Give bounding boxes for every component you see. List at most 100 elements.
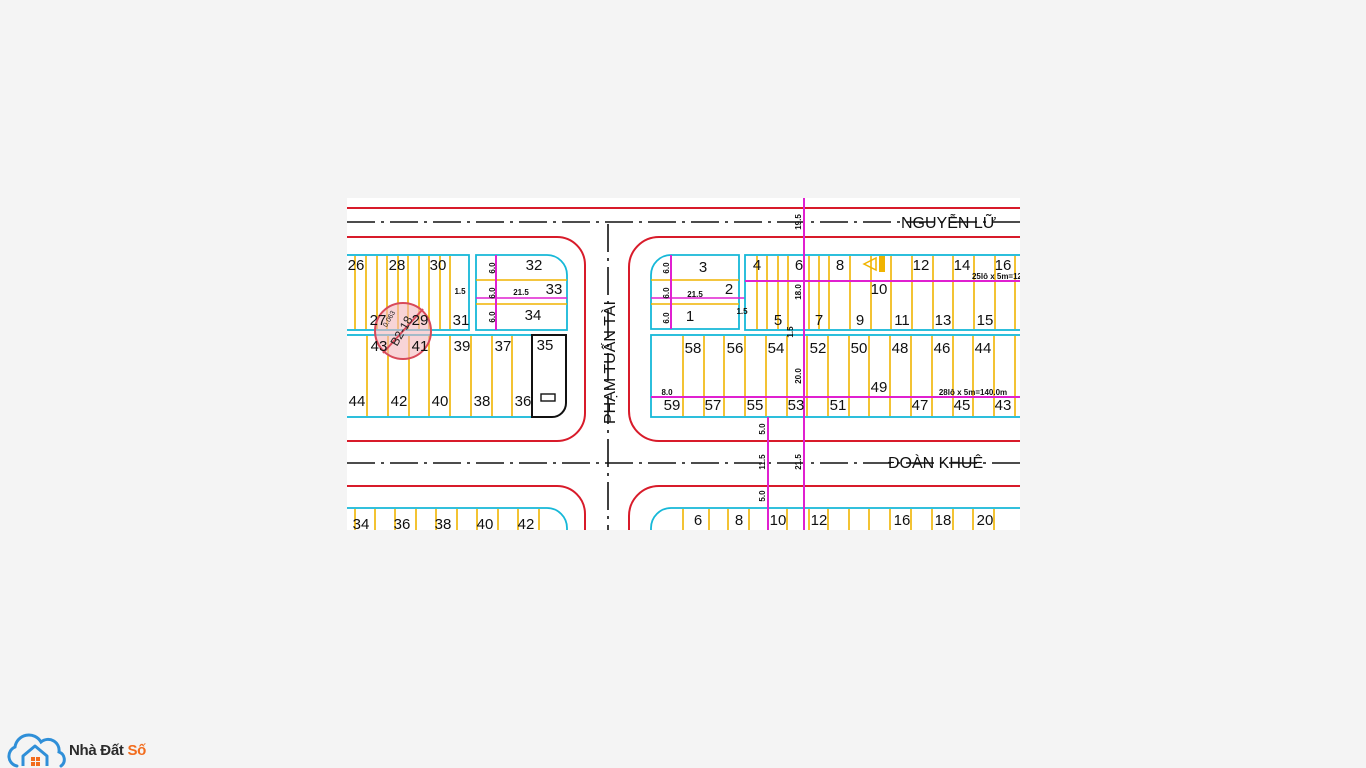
lot-number: 59 bbox=[664, 397, 681, 414]
logo-name-main: Nhà Đất bbox=[69, 741, 124, 759]
logo-name-accent: Số bbox=[127, 741, 147, 759]
row-summary-top: 25lô x 5m=12 bbox=[972, 272, 1020, 281]
lot-number: 57 bbox=[705, 397, 722, 414]
lamp-icon bbox=[862, 256, 885, 272]
lot-number: 45 bbox=[954, 397, 971, 414]
lot-number: 54 bbox=[768, 340, 785, 357]
lot-number: 6 bbox=[694, 512, 702, 529]
dimension-label: 8.0 bbox=[661, 388, 673, 397]
lot-group-right-small bbox=[650, 254, 745, 330]
plot-map-svg: B2-18 0.063 NGUYỄN LỮ ĐOÀN KHUÊ PHẠM TUẤ… bbox=[347, 198, 1020, 530]
lot-number: 6 bbox=[795, 257, 803, 274]
dimension-label: 19.5 bbox=[794, 214, 803, 230]
lot-number: 33 bbox=[546, 281, 563, 298]
block-edge-left-lower bbox=[347, 485, 586, 530]
lot-number: 16 bbox=[894, 512, 911, 529]
lot-number: 9 bbox=[856, 312, 864, 329]
lot-stamp: B2-18 0.063 bbox=[374, 302, 432, 360]
lot-group-left-small bbox=[475, 254, 568, 331]
lot-number: 8 bbox=[836, 257, 844, 274]
lot-number: 20 bbox=[977, 512, 994, 529]
lot-number: 11 bbox=[894, 312, 910, 329]
lot-number: 58 bbox=[685, 340, 702, 357]
lot-number: 15 bbox=[977, 312, 994, 329]
dimension-label: 5.0 bbox=[758, 490, 767, 502]
lot-number: 5 bbox=[774, 312, 782, 329]
dimension-label: 11.5 bbox=[758, 454, 767, 470]
street-name-pham-tuan-tai: PHẠM TUẤN TÀI bbox=[600, 301, 619, 424]
dimension-label: 1.5 bbox=[736, 307, 748, 316]
lot-number: 7 bbox=[815, 312, 823, 329]
lot-number: 42 bbox=[391, 393, 408, 410]
lot-number: 2 bbox=[725, 281, 733, 298]
lot-number: 18 bbox=[935, 512, 952, 529]
dimension-label: 6.0 bbox=[662, 262, 671, 274]
lot-number: 1 bbox=[686, 308, 694, 325]
dimension-label: 20.0 bbox=[794, 368, 803, 384]
lot-number: 46 bbox=[934, 340, 951, 357]
lot-number: 43 bbox=[995, 397, 1012, 414]
lot-number: 29 bbox=[412, 312, 429, 329]
lot-number: 32 bbox=[526, 257, 543, 274]
dimension-label: 6.0 bbox=[662, 312, 671, 324]
lot-number: 28 bbox=[389, 257, 406, 274]
lot-number: 37 bbox=[495, 338, 512, 355]
lot-number: 50 bbox=[851, 340, 868, 357]
lot-number: 51 bbox=[830, 397, 847, 414]
dimension-label: 18.0 bbox=[794, 284, 803, 300]
street-name-doan-khue: ĐOÀN KHUÊ bbox=[888, 453, 983, 472]
site-logo[interactable]: Nhà Đất Số bbox=[5, 732, 175, 768]
lot-number: 26 bbox=[348, 257, 365, 274]
lot-number: 55 bbox=[747, 397, 764, 414]
lot-number: 10 bbox=[770, 512, 787, 529]
lot-number: 13 bbox=[935, 312, 952, 329]
lot-number: 44 bbox=[349, 393, 366, 410]
lot-number: 8 bbox=[735, 512, 743, 529]
lot-number: 4 bbox=[753, 257, 761, 274]
lot-number: 38 bbox=[435, 516, 452, 530]
lot-number: 27 bbox=[370, 312, 387, 329]
lot-number: 12 bbox=[811, 512, 828, 529]
plot-map[interactable]: B2-18 0.063 NGUYỄN LỮ ĐOÀN KHUÊ PHẠM TUẤ… bbox=[347, 198, 1020, 530]
dimension-label: 6.0 bbox=[488, 311, 497, 323]
dimension-label: 6.0 bbox=[488, 262, 497, 274]
dimension-label: 21.5 bbox=[513, 288, 529, 297]
lot-number: 10 bbox=[871, 281, 888, 298]
lot-number: 40 bbox=[477, 516, 494, 530]
lot-number: 12 bbox=[913, 257, 930, 274]
row-summary-bottom: 28lô x 5m=140.0m bbox=[939, 388, 1007, 397]
lot-number: 53 bbox=[788, 397, 805, 414]
lot-number: 36 bbox=[515, 393, 532, 410]
lot-number: 41 bbox=[412, 338, 429, 355]
lot-number: 49 bbox=[871, 379, 888, 396]
dimension-label: 21.5 bbox=[794, 454, 803, 470]
lot-group-lower-right bbox=[650, 507, 1020, 530]
lot-number: 38 bbox=[474, 393, 491, 410]
lot-number: 42 bbox=[518, 516, 535, 530]
dimension-label: 6.0 bbox=[488, 287, 497, 299]
lot-number: 39 bbox=[454, 338, 471, 355]
block-edge-left bbox=[347, 236, 586, 442]
lot-number: 48 bbox=[892, 340, 909, 357]
lot-number: 34 bbox=[353, 516, 370, 530]
logo-wordmark: Nhà Đất Số bbox=[69, 742, 146, 759]
lot-number: 43 bbox=[371, 338, 388, 355]
lot-number: 47 bbox=[912, 397, 929, 414]
block-edge-right-lower bbox=[628, 485, 1020, 530]
dimension-label: 6.0 bbox=[662, 287, 671, 299]
lot-number: 40 bbox=[432, 393, 449, 410]
lot-number: 35 bbox=[537, 337, 554, 354]
lot-group-right-top bbox=[744, 254, 1020, 331]
lot-number: 16 bbox=[995, 257, 1012, 274]
lot-number: 52 bbox=[810, 340, 827, 357]
dimension-label: 5.0 bbox=[758, 423, 767, 435]
dimension-label: 1.5 bbox=[786, 326, 795, 338]
lot-group-left-bottom bbox=[347, 334, 567, 418]
lot-number: 44 bbox=[975, 340, 992, 357]
lot-number: 14 bbox=[954, 257, 971, 274]
lot-number: 3 bbox=[699, 259, 707, 276]
lot-group-right-bottom bbox=[650, 334, 1020, 418]
dimension-label: 1.5 bbox=[454, 287, 466, 296]
lot-number: 34 bbox=[525, 307, 542, 324]
